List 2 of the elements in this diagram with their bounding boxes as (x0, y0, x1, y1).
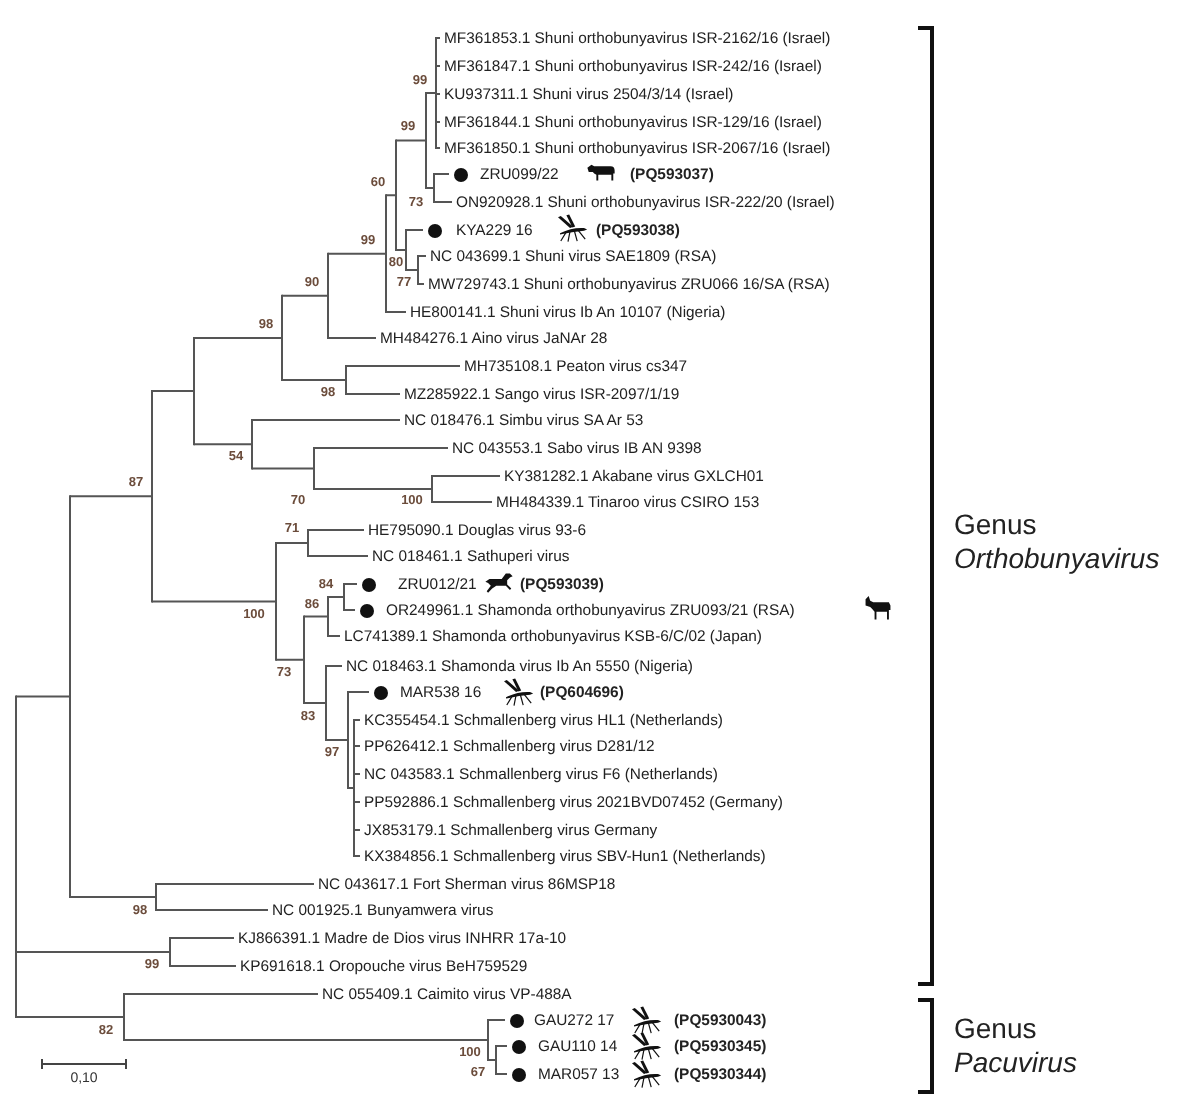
genus-label: Genus Orthobunyavirus (954, 507, 1160, 575)
genus-label: Genus Pacuvirus (954, 1012, 1077, 1080)
